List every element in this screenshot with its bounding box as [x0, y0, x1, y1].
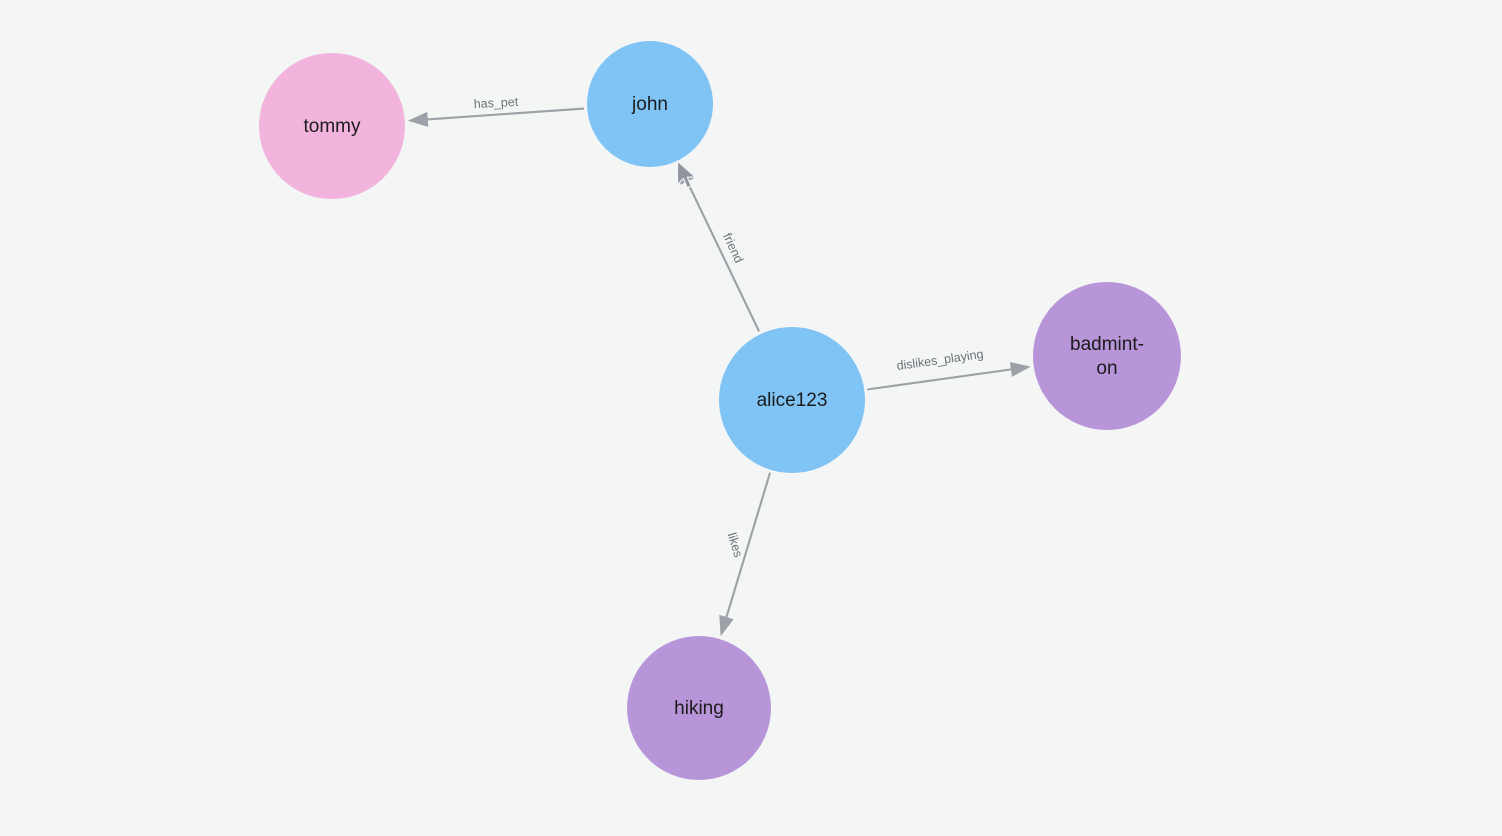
graph-edge-line: [684, 177, 761, 332]
graph-edge-line: [724, 472, 772, 622]
graph-node-john[interactable]: john: [587, 41, 713, 167]
graph-node-circle[interactable]: [719, 327, 865, 473]
graph-node-hiking[interactable]: hiking: [627, 636, 771, 780]
graph-node-circle[interactable]: [627, 636, 771, 780]
graph-edge[interactable]: likes: [719, 472, 772, 637]
graph-edge-line: [423, 107, 585, 121]
graph-nodes-layer: tommy john alice123 badmint-on hiking: [259, 41, 1181, 780]
graph-edge-arrowhead-icon: [719, 614, 734, 637]
graph-node-circle[interactable]: [587, 41, 713, 167]
graph-edge[interactable]: has_pet: [407, 95, 585, 127]
graph-edge-line: [867, 367, 1016, 391]
graph-edge[interactable]: dislikes_playing: [867, 347, 1031, 391]
graph-edge[interactable]: friend: [678, 163, 761, 332]
graph-node-badminton[interactable]: badmint-on: [1033, 282, 1181, 430]
graph-node-alice123[interactable]: alice123: [719, 327, 865, 473]
graph-node-circle[interactable]: [1033, 282, 1181, 430]
graph-edge-arrowhead-icon: [1009, 361, 1031, 377]
graph-edge-label: dislikes_playing: [896, 347, 985, 373]
graph-node-circle[interactable]: [259, 53, 405, 199]
graph-edge-arrowhead-icon: [407, 111, 429, 127]
graph-node-tommy[interactable]: tommy: [259, 53, 405, 199]
graph-edge-label: likes: [725, 531, 746, 559]
graph-edge-arrowhead-icon: [678, 163, 694, 185]
graph-edge-label: has_pet: [473, 95, 519, 111]
